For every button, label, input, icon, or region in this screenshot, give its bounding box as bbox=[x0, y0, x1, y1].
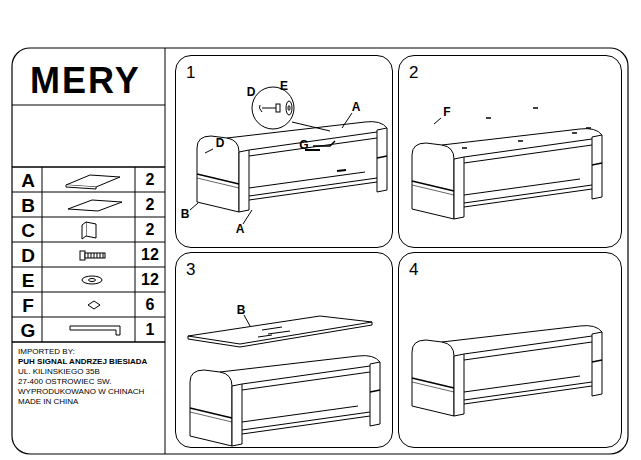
step-panel: 3 bbox=[175, 252, 393, 448]
callout-letter: B bbox=[237, 304, 246, 316]
importer-text: MADE IN CHINA bbox=[18, 398, 78, 406]
callout-letter: A bbox=[352, 101, 361, 113]
part-letter: E bbox=[22, 271, 35, 290]
part-letter: B bbox=[21, 196, 35, 215]
part-letter: G bbox=[21, 321, 36, 340]
importer-text: UL. KILINSKIEGO 35B bbox=[18, 368, 100, 376]
callout-letter: A bbox=[236, 223, 245, 235]
step-panel: 2 bbox=[398, 55, 622, 248]
part-count: 12 bbox=[141, 272, 159, 288]
callout-letter: B bbox=[181, 208, 190, 220]
part-letter: C bbox=[21, 221, 35, 240]
part-count: 2 bbox=[146, 197, 155, 213]
step-number: 3 bbox=[186, 261, 195, 278]
step-number: 4 bbox=[409, 261, 418, 278]
part-count: 2 bbox=[146, 172, 155, 188]
callout-letter: D bbox=[247, 86, 256, 98]
importer-text: PUH SIGNAL ANDRZEJ BIESIADA bbox=[18, 358, 147, 366]
step-panel: 4 bbox=[398, 252, 622, 448]
step-number: 2 bbox=[409, 64, 418, 81]
step-number: 1 bbox=[186, 64, 195, 81]
callout-letter: D bbox=[216, 137, 225, 149]
callout-letter: F bbox=[443, 106, 450, 118]
callout-letter: E bbox=[280, 80, 288, 92]
title: MERY bbox=[30, 63, 141, 99]
part-letter: D bbox=[21, 246, 35, 265]
part-count: 1 bbox=[146, 322, 155, 338]
importer-text: WYPRODUKOWANO W CHINACH bbox=[18, 388, 144, 396]
part-count: 2 bbox=[146, 222, 155, 238]
part-count: 12 bbox=[141, 247, 159, 263]
importer-text: 27-400 OSTROWIEC SW. bbox=[18, 378, 111, 386]
importer-text: IMPORTED BY: bbox=[18, 348, 75, 356]
callout-letter: G bbox=[299, 139, 308, 151]
part-letter: F bbox=[22, 296, 34, 315]
part-letter: A bbox=[21, 171, 35, 190]
part-count: 6 bbox=[146, 297, 155, 313]
